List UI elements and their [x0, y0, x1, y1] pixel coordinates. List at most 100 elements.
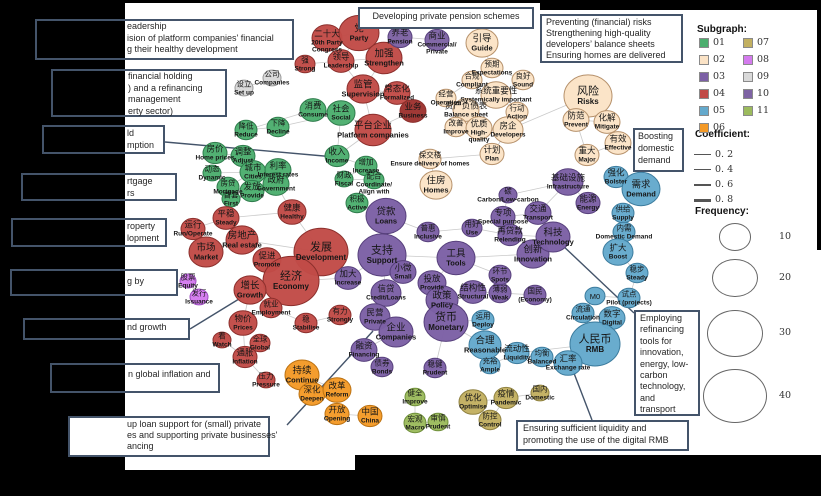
annotation-text: refinancing [640, 324, 685, 335]
graph-node-boost [602, 238, 634, 266]
graph-node-pressure [256, 371, 276, 389]
graph-node-consume [299, 98, 327, 122]
annotation-box-boosting-box [633, 128, 684, 172]
annotation-text: carbon [640, 370, 668, 380]
graph-node-steady_b [625, 262, 649, 284]
graph-node-homes [419, 170, 453, 200]
graph-node-liquidity [504, 341, 530, 365]
annotation-text: Ensuring sufficient liquidity and [523, 423, 647, 433]
graph-node-supervision [346, 74, 380, 104]
graph-node-strongly [328, 304, 352, 326]
annotation-box-platform-box [35, 19, 294, 60]
graph-node-bonds [370, 356, 394, 378]
graph-node-balancesheet [452, 98, 480, 122]
graph-node-sound [511, 69, 535, 91]
graph-node-highquality [465, 116, 493, 140]
graph-node-tools [436, 240, 476, 276]
annotation-text: Ensuring homes are delivered [546, 50, 666, 60]
graph-node-dynamic [202, 164, 222, 182]
graph-node-prevent [562, 108, 590, 132]
graph-node-energy [575, 191, 601, 215]
annotation-text: Preventing (financial) risks [546, 17, 652, 27]
black-bar-top [0, 0, 821, 3]
annotation-text: n global inflation and [128, 369, 211, 379]
annotation-box-mortgage-box [21, 173, 177, 201]
annotation-text: technology, [640, 381, 686, 392]
annotation-box-property-box [11, 218, 167, 247]
black-bar-bottom [355, 455, 821, 496]
graph-node-opening [324, 402, 350, 426]
graph-node-leadership [327, 49, 355, 73]
annotation-text: ancing [127, 441, 154, 451]
annotation-text: up loan support for (small) private [127, 419, 262, 429]
annotation-text: tools for [640, 335, 673, 346]
graph-node-strong [294, 54, 316, 74]
graph-node-income [324, 144, 350, 168]
annotation-box-consumption-box [42, 125, 165, 154]
graph-node-improve_g [404, 387, 426, 407]
annotation-text: roperty [127, 221, 156, 231]
annotation-box-employing-box [634, 310, 700, 416]
annotation-text: Strengthening high-quality [546, 28, 651, 38]
graph-node-balanced [530, 346, 554, 368]
graph-node-reduce [234, 119, 258, 141]
annotation-text: energy, low- [640, 358, 689, 369]
graph-node-systemically [480, 81, 512, 109]
annotation-text: g their healthy development [127, 44, 238, 54]
annotation-text: Employing [640, 313, 683, 323]
annotation-text: innovation, [640, 347, 684, 358]
graph-node-pandemic [493, 386, 519, 410]
graph-node-financing [350, 338, 378, 362]
graph-node-carbon [498, 186, 518, 204]
graph-node-government [262, 172, 290, 196]
graph-node-pilot [617, 287, 641, 309]
annotation-box-pension-box [358, 7, 534, 29]
graph-node-deploy [471, 309, 495, 331]
graph-node-major [574, 143, 600, 167]
annotation-text: demand [638, 155, 671, 165]
graph-node-label: M0 [590, 292, 600, 301]
graph-node-active [345, 192, 369, 214]
graph-node-effective [604, 131, 632, 155]
annotation-text: nd growth [127, 322, 167, 332]
graph-node-growth [233, 275, 267, 305]
